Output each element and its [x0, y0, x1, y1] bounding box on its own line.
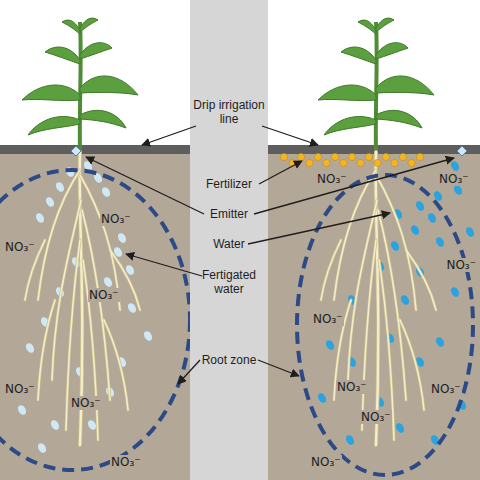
water-drop [434, 336, 445, 349]
water-drop [36, 442, 47, 455]
water-drop [44, 196, 55, 209]
ion-label: NO₃⁻ [4, 240, 36, 254]
water-drop [34, 212, 45, 225]
callout-label: Fertilizer [187, 177, 271, 191]
water-drop [316, 392, 327, 405]
ion-label: NO₃⁻ [70, 396, 102, 410]
ion-label: NO₃⁻ [316, 172, 348, 186]
ion-label: NO₃⁻ [336, 380, 368, 394]
water-drop [100, 186, 111, 199]
water-drop [432, 190, 443, 203]
water-drop [434, 236, 445, 249]
ion-label: NO₃⁻ [310, 455, 342, 469]
callout-label: Root zone [187, 353, 271, 367]
water-drop [126, 302, 137, 315]
ion-label: NO₃⁻ [4, 382, 36, 396]
fertilizer-granule [280, 153, 287, 160]
water-drop [102, 276, 113, 289]
callout-label: Fertigated water [187, 268, 271, 296]
fertilizer-granule [416, 153, 423, 160]
fertilizer-granule [382, 153, 389, 160]
water-drop [399, 294, 410, 307]
water-drop [116, 232, 127, 245]
fertilizer-granule [399, 153, 406, 160]
ion-label: NO₃⁻ [430, 382, 462, 396]
fertilizer-granule [365, 153, 372, 160]
water-drop [16, 404, 27, 417]
water-drop [394, 422, 405, 435]
plant [318, 18, 436, 445]
leader-lines [86, 126, 454, 384]
emitter [457, 146, 467, 156]
ion-label: NO₃⁻ [438, 172, 470, 186]
fertilizer-granule [348, 153, 355, 160]
root-zone-outline [297, 175, 473, 475]
fertilizer-granule [331, 153, 338, 160]
water-drop [414, 200, 425, 213]
water-drop [449, 286, 460, 299]
ion-label: NO₃⁻ [100, 212, 132, 226]
fertilizer-granules [280, 153, 423, 166]
fertilizer-granule [306, 159, 313, 166]
ion-label: NO₃⁻ [88, 288, 120, 302]
fertilizer-granule [314, 153, 321, 160]
ion-label: NO₃⁻ [445, 258, 477, 272]
root-zone-outline [0, 170, 190, 470]
water-drop [324, 339, 335, 352]
water-drop [344, 434, 355, 447]
water-drop [24, 342, 35, 355]
callout-label: Water [187, 237, 271, 251]
water-drop [389, 240, 400, 253]
ion-label: NO₃⁻ [110, 455, 142, 469]
water-drop [426, 212, 437, 225]
emitter [71, 146, 81, 156]
water-drop [142, 330, 153, 343]
water-drop [449, 160, 460, 173]
plant [22, 18, 140, 445]
water-drop [49, 419, 60, 432]
fertilizer-granule [391, 159, 398, 166]
fertilizer-granule [323, 159, 330, 166]
fertilizer-granule [374, 159, 381, 166]
ion-label: NO₃⁻ [360, 410, 392, 424]
callout-label: Emitter [187, 207, 271, 221]
ion-label: NO₃⁻ [312, 312, 344, 326]
water-drop [409, 224, 420, 237]
fertilizer-granule [340, 159, 347, 166]
fertilizer-granule [297, 153, 304, 160]
fertilizer-granule [408, 159, 415, 166]
water-drop [54, 181, 65, 194]
fertilizer-granule [357, 159, 364, 166]
water-drop [464, 226, 475, 239]
water-drop [384, 332, 395, 345]
callout-label: Drip irrigation line [187, 98, 271, 126]
